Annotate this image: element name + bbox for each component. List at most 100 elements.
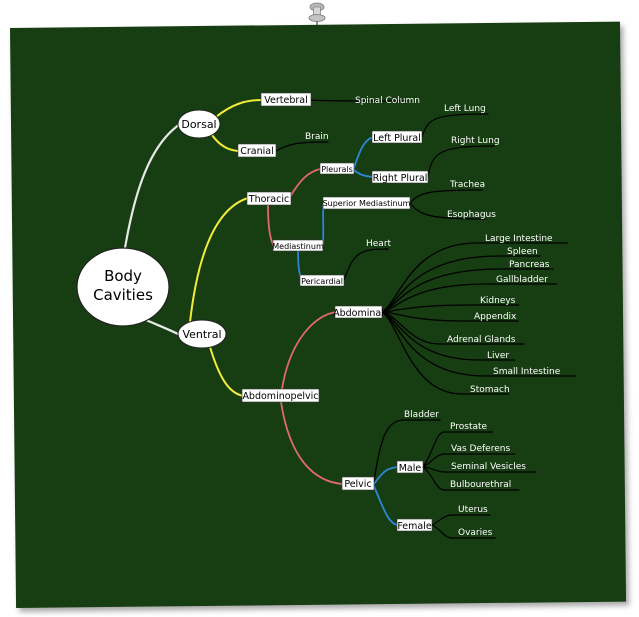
esophagus-leaf: Esophagus [447,210,496,220]
line-abdominopelvic-pelvic [280,401,344,485]
abdominal-leaf-pancreas: Pancreas [509,260,550,270]
right-lung-leaf: Right Lung [451,136,500,146]
line-root-ventral [144,318,180,336]
male-leaf-vas-deferens: Vas Deferens [451,444,510,454]
mindmap-nodes: Body Cavities Dorsal Ventral Vertebral S… [76,92,561,538]
heart-leaf: Heart [366,239,392,249]
abdominopelvic-label: Abdominopelvic [242,391,318,402]
abdominal-leaf-liver: Liver [487,351,509,361]
pericardial-label: Pericardial [301,277,343,286]
abdominal-leaf-kidneys: Kidneys [480,296,516,306]
pelvic-node[interactable]: Pelvic [341,476,375,491]
line-thoracic-pleurals [289,168,321,198]
line-abdominal-leaf-2 [381,268,554,313]
abdominal-leaf-adrenal-glands: Adrenal Glands [447,335,516,345]
line-abdominal-leaf-0 [381,242,569,313]
male-leaf-bulbourethral: Bulbourethral [450,480,511,490]
line-female-leaf-1 [431,524,496,539]
male-leaf-seminal-vesicles: Seminal Vesicles [451,462,526,472]
abdominal-leaf-small-intestine: Small Intestine [493,367,561,377]
abdominal-leaf-large-intestine: Large Intestine [485,234,553,244]
superior-mediastinum-label: Superior Mediastinum [323,199,411,208]
left-lung-leaf: Left Lung [444,104,486,114]
dorsal-label: Dorsal [181,118,216,131]
left-plural-node[interactable]: Left Plural [371,130,423,144]
line-esophagus [409,202,486,220]
mediastinum-label: Mediastinum [272,242,324,251]
brain-leaf: Brain [305,132,329,142]
dorsal-node[interactable]: Dorsal [177,109,221,139]
mediastinum-node[interactable]: Mediastinum [272,239,324,252]
line-dorsal-vertebral [215,99,263,118]
line-abdominal-leaf-3 [381,283,558,313]
line-male-leaf-0 [422,431,493,468]
line-heart [343,248,389,281]
root-label-line-2: Cavities [93,286,153,304]
female-node[interactable]: Female [396,518,433,532]
bladder-leaf: Bladder [404,410,439,420]
line-abdominal-leaf-5 [381,311,519,322]
line-pelvic-female [373,485,399,526]
line-male-leaf-3 [422,466,520,491]
line-ventral-abdominopelvic [209,346,245,397]
abdominal-leaf-gallbladder: Gallbladder [496,275,548,285]
line-trachea [409,189,483,204]
ventral-label: Ventral [182,328,221,341]
line-abdominal-leaf-8 [381,311,577,377]
pericardial-node[interactable]: Pericardial [299,274,345,287]
line-pelvic-bladder [373,419,441,483]
line-pleurals-right [353,169,374,178]
abdominal-leaf-stomach: Stomach [470,385,510,395]
right-plural-node[interactable]: Right Plural [371,170,429,184]
vertebral-node[interactable]: Vertebral [260,92,312,107]
pleurals-node[interactable]: Pleurals [319,162,355,175]
abdominopelvic-node[interactable]: Abdominopelvic [241,388,320,403]
line-ventral-thoracic [189,197,249,323]
line-abdominal-leaf-4 [381,304,520,313]
cranial-node[interactable]: Cranial [237,143,277,158]
cranial-label: Cranial [240,146,273,157]
line-vertebral-leaf [310,99,409,102]
left-plural-label: Left Plural [373,133,421,144]
vertebral-label: Vertebral [264,95,307,106]
superior-mediastinum-node[interactable]: Superior Mediastinum [323,196,411,210]
line-pelvic-male [373,466,399,485]
abdominal-leaf-appendix: Appendix [474,312,517,322]
line-abdominal-leaf-1 [381,255,541,313]
abdominal-node[interactable]: Abdominal [333,305,384,319]
male-leaf-prostate: Prostate [450,422,488,432]
line-male-leaf-2 [422,466,537,473]
line-dorsal-cranial [211,134,239,152]
right-plural-label: Right Plural [373,173,428,184]
trachea-leaf: Trachea [449,180,485,190]
line-root-dorsal [123,122,182,250]
line-abdominal-leaf-7 [381,311,516,361]
line-abdominal-leaf-6 [381,311,525,345]
abdominal-leaf-spleen: Spleen [507,247,538,257]
line-right-lung [427,145,495,178]
line-left-lung [421,113,489,138]
root-label-line-1: Body [104,267,142,285]
pushpin-icon [308,2,326,27]
thoracic-label: Thoracic [248,194,289,205]
female-leaf-ovaries: Ovaries [458,528,493,538]
root-node[interactable]: Body Cavities [76,247,170,327]
line-abdominopelvic-abdominal [281,311,337,390]
pelvic-label: Pelvic [344,479,371,490]
thoracic-node[interactable]: Thoracic [246,191,292,206]
female-leaf-uterus: Uterus [458,505,488,515]
pleurals-label: Pleurals [321,165,353,174]
female-label: Female [397,521,432,532]
line-abdominal-leaf-9 [381,311,510,395]
line-female-leaf-0 [431,514,491,526]
male-label: Male [399,463,422,474]
abdominal-label: Abdominal [333,308,384,319]
spinal-column-leaf: Spinal Column [355,96,420,106]
ventral-node[interactable]: Ventral [177,319,227,349]
male-node[interactable]: Male [396,460,424,474]
abdominal-leaves: Large IntestineSpleenPancreasGallbladder… [447,234,561,395]
line-cranial-leaf [275,141,329,152]
